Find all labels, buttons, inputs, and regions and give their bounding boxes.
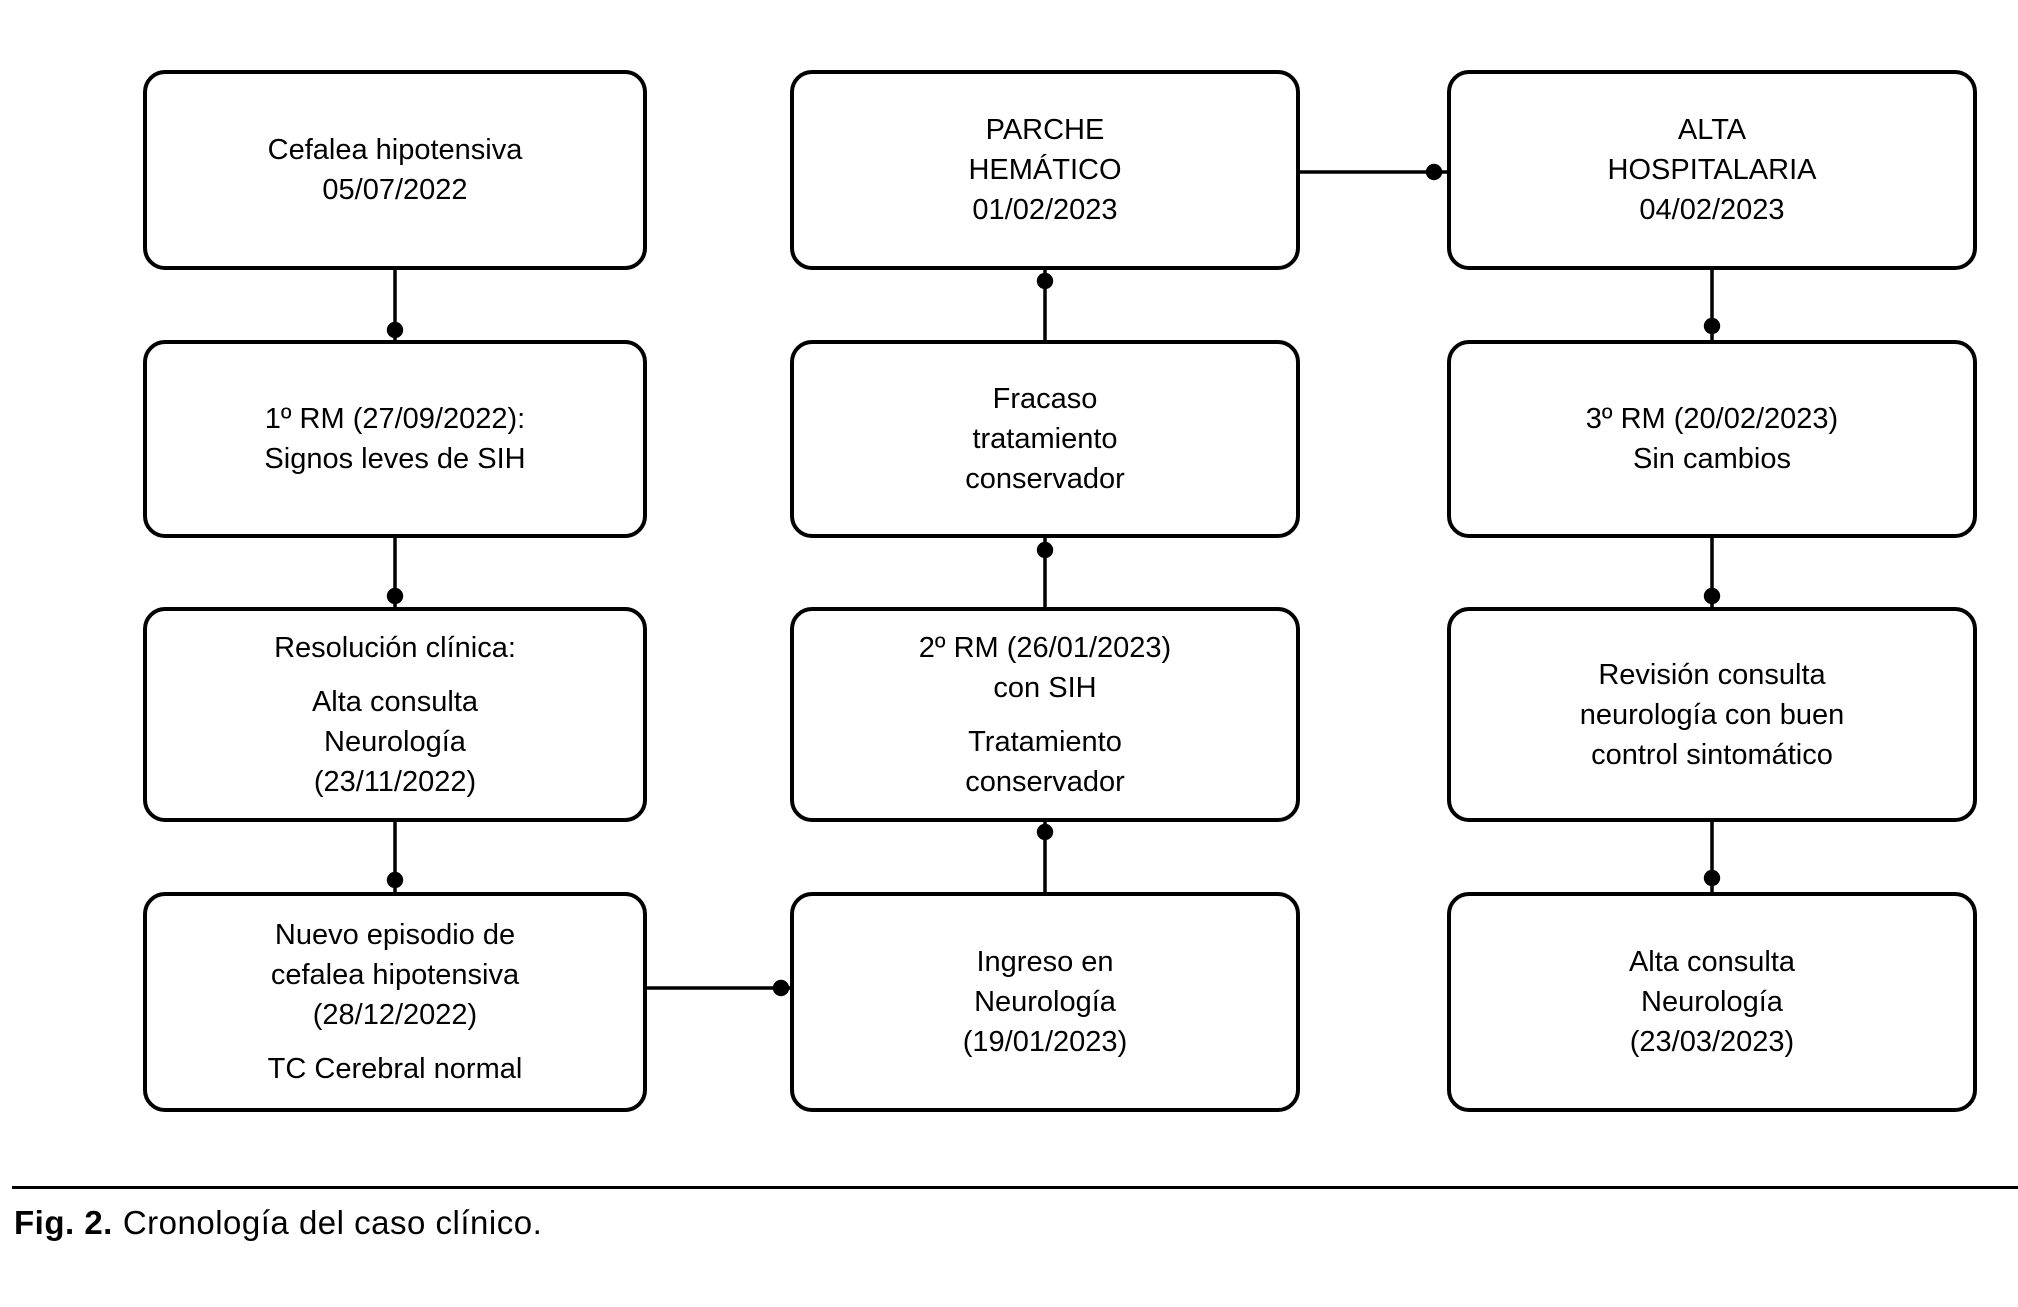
flow-dot: [1703, 869, 1721, 887]
flow-dot: [1703, 587, 1721, 605]
box-cefalea-hipotensiva: Cefalea hipotensiva 05/07/2022: [143, 70, 647, 270]
box-text: Fracaso tratamiento conservador: [965, 383, 1125, 495]
box-alta-consulta: Alta consulta Neurología (23/03/2023): [1447, 892, 1977, 1112]
box-text: 3º RM (20/02/2023) Sin cambios: [1585, 403, 1839, 475]
figure-caption: Fig. 2.Cronología del caso clínico.: [14, 1203, 542, 1243]
flow-dot: [386, 321, 404, 339]
box-nuevo-episodio: Nuevo episodio de cefalea hipotensiva (2…: [143, 892, 647, 1112]
box-text: Tratamiento conservador: [965, 725, 1125, 798]
box-tercera-rm: 3º RM (20/02/2023) Sin cambios: [1447, 340, 1977, 538]
box-text: Alta consulta Neurología (23/03/2023): [1628, 946, 1796, 1058]
flow-dot: [1036, 272, 1054, 290]
figure-caption-text: Cronología del caso clínico.: [122, 1204, 543, 1241]
flow-dot: [386, 871, 404, 889]
box-text: 2º RM (26/01/2023) con SIH: [918, 631, 1172, 704]
box-text: Revisión consulta neurología con buen co…: [1579, 658, 1845, 771]
box-text: 1º RM (27/09/2022): Signos leves de SIH: [264, 403, 526, 475]
flow-dot: [1036, 541, 1054, 559]
flow-dot: [1703, 317, 1721, 335]
box-primera-rm: 1º RM (27/09/2022): Signos leves de SIH: [143, 340, 647, 538]
box-fracaso-tratamiento: Fracaso tratamiento conservador: [790, 340, 1300, 538]
box-text: Resolución clínica:: [274, 631, 516, 664]
box-text: Cefalea hipotensiva 05/07/2022: [267, 134, 523, 206]
box-text: Alta consulta Neurología (23/11/2022): [311, 685, 479, 798]
box-ingreso-neurologia: Ingreso en Neurología (19/01/2023): [790, 892, 1300, 1112]
flow-dot: [1425, 163, 1443, 181]
caption-divider: [12, 1186, 2018, 1189]
box-text: TC Cerebral normal: [267, 1053, 523, 1085]
flow-dot: [386, 587, 404, 605]
box-revision-consulta: Revisión consulta neurología con buen co…: [1447, 607, 1977, 822]
box-alta-hospitalaria: ALTA HOSPITALARIA 04/02/2023: [1447, 70, 1977, 270]
box-segunda-rm: 2º RM (26/01/2023) con SIH Tratamiento c…: [790, 607, 1300, 822]
figure-caption-label: Fig. 2.: [14, 1204, 113, 1241]
box-text: Ingreso en Neurología (19/01/2023): [962, 946, 1128, 1058]
box-text: ALTA HOSPITALARIA 04/02/2023: [1607, 114, 1817, 226]
box-text: Nuevo episodio de cefalea hipotensiva (2…: [270, 919, 520, 1031]
flow-dot: [1036, 823, 1054, 841]
box-resolucion-clinica: Resolución clínica: Alta consulta Neurol…: [143, 607, 647, 822]
box-text: PARCHE HEMÁTICO 01/02/2023: [968, 114, 1122, 226]
flow-dot: [772, 979, 790, 997]
box-parche-hematico: PARCHE HEMÁTICO 01/02/2023: [790, 70, 1300, 270]
